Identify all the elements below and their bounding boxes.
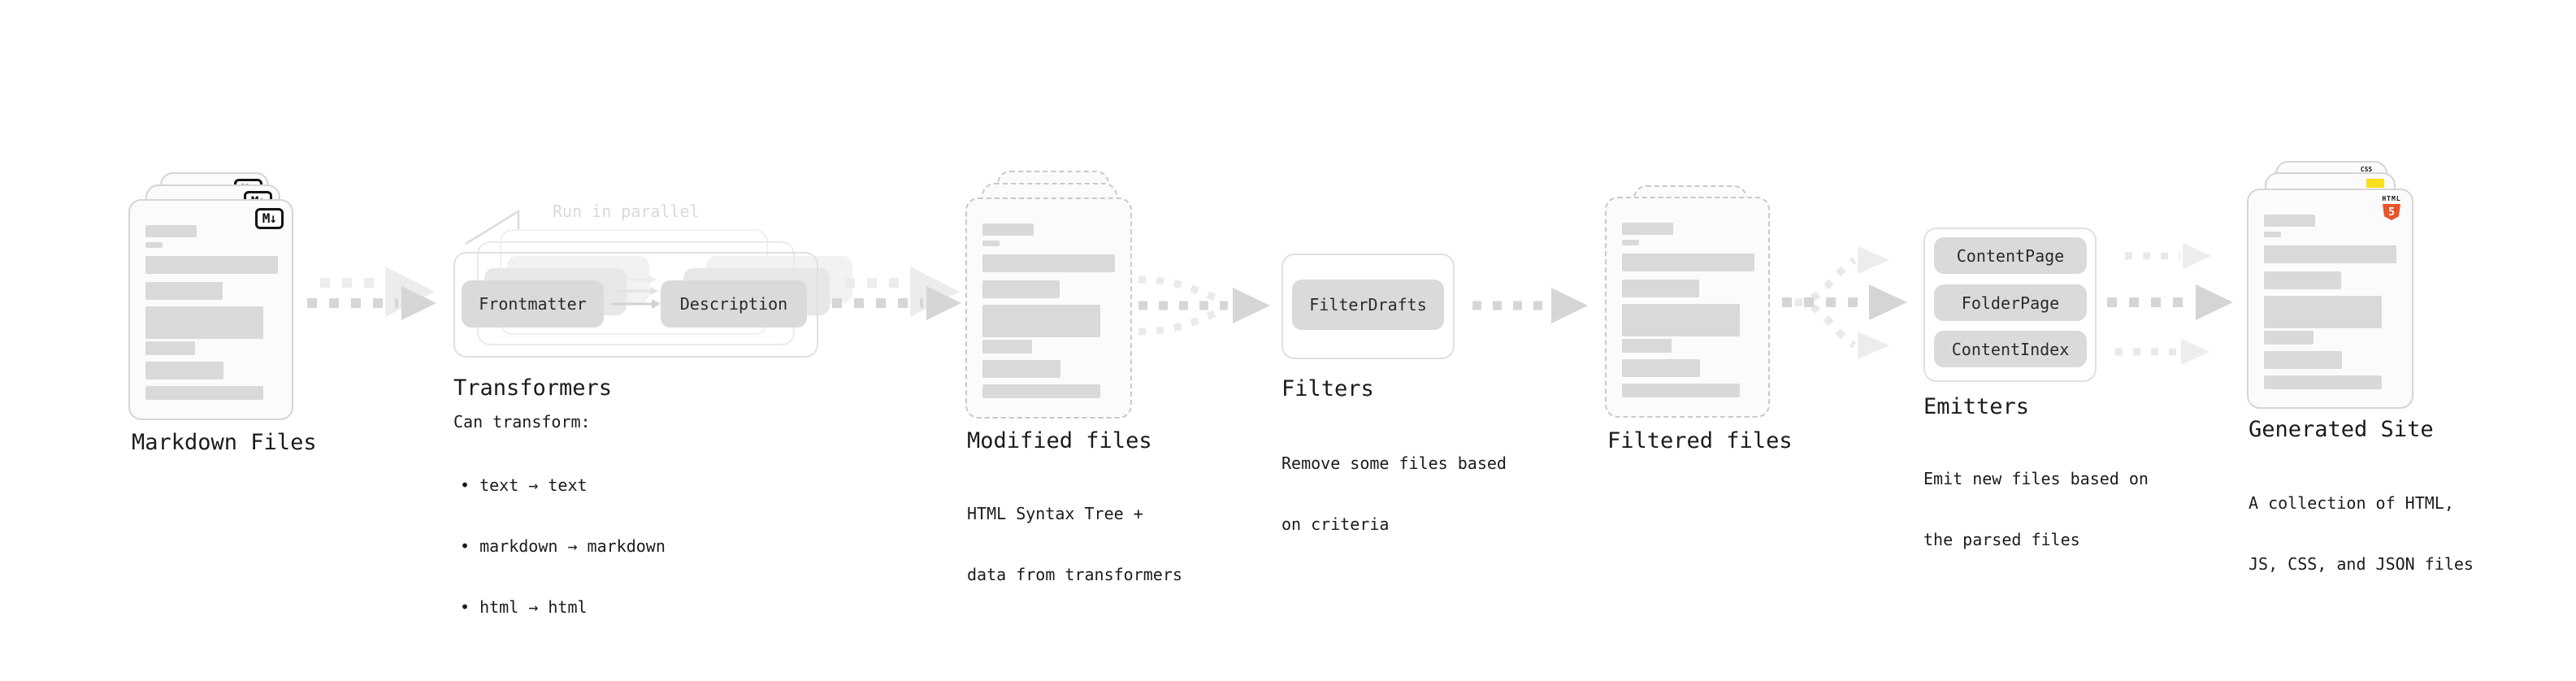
text-line-bar <box>1622 280 1699 297</box>
arrow-emitters-to-generated <box>2107 243 2233 365</box>
text-line-bar <box>1622 304 1740 336</box>
markdown-files-title: Markdown Files <box>132 430 317 455</box>
arrow-modified-to-filters <box>1138 275 1270 336</box>
text-line-bar <box>982 280 1060 298</box>
text-line-bar <box>2264 351 2342 369</box>
filterdrafts-chip: FilterDrafts <box>1292 280 1444 330</box>
bullet-item: • markdown → markdown <box>460 536 666 556</box>
html5-shield: 5 <box>2383 204 2400 220</box>
modified-files-desc: HTML Syntax Tree + data from transformer… <box>967 463 1182 626</box>
transformer-row-box <box>453 252 818 358</box>
contentindex-chip: ContentIndex <box>1934 331 2087 367</box>
text-line-bar <box>1622 254 1754 271</box>
desc-line: JS, CSS, and JSON files <box>2249 554 2474 574</box>
text-line-bar <box>1622 240 1639 245</box>
text-line-bar <box>1622 384 1740 397</box>
emitters-desc: Emit new files based on the parsed files <box>1923 428 2149 591</box>
filtered-file-card <box>1605 197 1770 418</box>
html5-icon: HTML 5 <box>2381 196 2402 220</box>
modified-files-title: Modified files <box>967 428 1152 453</box>
text-line-bar <box>982 223 1034 236</box>
filters-title: Filters <box>1281 376 1374 401</box>
text-line-bar <box>982 305 1100 337</box>
text-line-bar <box>145 341 195 355</box>
arrow-filtered-to-emitters <box>1782 246 1907 359</box>
text-line-bar <box>2264 271 2341 289</box>
text-line-bar <box>145 242 163 248</box>
text-line-bar <box>1622 339 1672 353</box>
description-chip: Description <box>661 280 807 327</box>
frontmatter-chip: Frontmatter <box>462 280 604 327</box>
text-line-bar <box>2264 232 2281 237</box>
arrow-markdown-to-transformers <box>307 267 436 320</box>
text-line-bar <box>982 241 1000 246</box>
text-line-bar <box>1622 359 1700 377</box>
js-icon <box>2366 179 2384 188</box>
filters-desc: Remove some files based on criteria <box>1281 413 1507 575</box>
text-line-bar <box>982 340 1032 354</box>
desc-line: Remove some files based <box>1281 453 1507 473</box>
text-line-bar <box>2264 245 2396 263</box>
css-wordmark: CSS <box>2360 166 2373 173</box>
desc-line: data from transformers <box>967 565 1182 584</box>
desc-line: Emit new files based on <box>1923 469 2149 488</box>
filters-box <box>1281 254 1455 359</box>
text-line-bar <box>2264 331 2314 345</box>
filtered-files-title: Filtered files <box>1607 428 1793 453</box>
transformer-step-arrows <box>611 275 661 309</box>
bullet-item: • text → text <box>460 475 588 495</box>
arrow-transformers-to-modified <box>832 267 961 320</box>
markdown-icon: M↓ <box>254 208 284 229</box>
emitters-title: Emitters <box>1923 394 2030 419</box>
generated-site-title: Generated Site <box>2249 417 2434 442</box>
transformers-desc-heading: Can transform: <box>453 412 591 432</box>
generated-site-desc: A collection of HTML, JS, CSS, and JSON … <box>2249 453 2474 615</box>
text-line-bar <box>1622 223 1673 235</box>
run-in-parallel-label: Run in parallel <box>553 202 700 221</box>
transformers-bullet-list: • text → text • markdown → markdown • ht… <box>460 435 666 658</box>
generated-file-card-html: HTML 5 <box>2247 189 2413 409</box>
css-icon: CSS <box>2357 167 2376 173</box>
text-line-bar <box>145 282 223 300</box>
contentpage-chip: ContentPage <box>1934 237 2087 274</box>
markdown-file-card: M↓ <box>128 199 293 420</box>
text-line-bar <box>982 360 1060 378</box>
html5-wordmark: HTML <box>2382 195 2401 202</box>
text-line-bar <box>2264 296 2382 328</box>
arrow-filters-to-filtered <box>1472 288 1588 323</box>
text-line-bar <box>145 386 263 400</box>
desc-line: the parsed files <box>1923 530 2080 549</box>
text-line-bar <box>145 225 197 237</box>
desc-line: HTML Syntax Tree + <box>967 504 1143 523</box>
folderpage-chip: FolderPage <box>1934 284 2087 321</box>
desc-line: A collection of HTML, <box>2249 493 2454 513</box>
modified-file-card <box>965 197 1132 419</box>
text-line-bar <box>145 306 263 339</box>
emitters-box <box>1923 228 2097 382</box>
text-line-bar <box>982 254 1115 272</box>
desc-line: on criteria <box>1281 514 1390 534</box>
text-line-bar <box>145 256 278 274</box>
text-line-bar <box>2264 215 2315 227</box>
annotation-connector-line <box>465 209 520 245</box>
text-line-bar <box>2264 375 2382 389</box>
text-line-bar <box>145 362 223 380</box>
bullet-item: • html → html <box>460 597 588 617</box>
transformers-title: Transformers <box>453 375 613 401</box>
text-line-bar <box>982 384 1100 398</box>
